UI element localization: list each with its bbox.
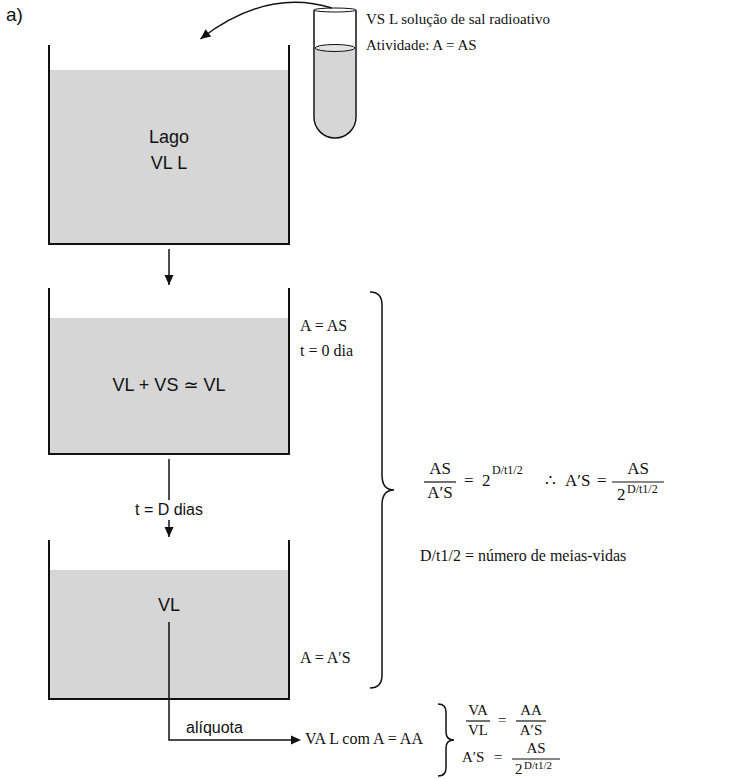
label-text: D/t1/2 [627,483,658,495]
tube-wall [314,10,356,138]
label-text: D/t1/2 = número de meias-vidas [420,548,626,564]
label-text: A′S [427,484,452,501]
tube-rim [314,8,356,12]
lake-text: VL [158,596,180,614]
connector-line [200,2,331,39]
curly-brace [370,292,394,688]
label-text: VA L com A = AA [305,731,423,747]
container-wall [49,288,289,454]
label-text: AA [520,703,542,718]
lake-text: VL + VS ≃ VL [113,376,226,394]
tube-caption: VS L solução de sal radioativo [366,12,550,27]
water [49,318,289,454]
label-text: = [498,713,506,728]
label-text: D/t1/2 [492,464,523,476]
label-text: A = A′S [300,650,351,666]
fraction-bar [516,720,546,721]
lake-node: Lago VL L [48,45,290,245]
lake-text: Lago [149,128,189,146]
label-text: A′S [565,472,590,489]
label-text: A′S [462,750,484,765]
curly-brace [438,704,454,776]
label-text: A = AS [300,318,347,334]
edge-label: t = D dias [131,500,207,520]
label-text: A′S [520,723,542,738]
flow-arrow [165,459,174,537]
test-tube-node: VS L solução de sal radioativoAtividade:… [312,8,358,140]
label-text: VL [468,723,488,738]
flow-arrow [165,249,174,285]
label-text: 2 [617,486,626,503]
label-text: AS [526,741,545,756]
label-text: AS [429,460,451,477]
arrow-head [200,29,211,39]
label-text: AS [627,460,649,477]
tube-caption: Atividade: A = AS [366,38,477,53]
tube-liquid [315,48,355,137]
container-wall [49,45,289,244]
lake-node: VL [48,540,290,700]
liquid-surface [315,45,355,52]
connector-line [168,459,170,537]
water [49,570,289,699]
label-text: t = 0 dia [300,343,353,359]
water [49,70,289,244]
label-text: alíquota [186,720,243,736]
aliquot-line [169,622,292,740]
label-text: VA [468,703,488,718]
label-text: D/t1/2 [524,760,552,771]
label-text: = [464,472,474,489]
label-text: 2 [482,472,491,489]
label-text: a) [6,5,23,24]
arrow-head [165,527,174,537]
fraction-bar [466,720,490,721]
label-text: ∴ [545,472,556,489]
arrow-head [165,275,174,285]
lake-container [48,540,290,700]
arrow-head [291,736,301,745]
fraction-bar [424,481,456,482]
lake-node: VL + VS ≃ VL [48,288,290,455]
container-wall [49,540,289,699]
label-text: 2 [515,762,523,777]
test-tube [312,8,358,140]
lake-container [48,288,290,455]
label-text: = [597,472,607,489]
label-text: = [494,750,502,765]
lake-text: VL L [151,154,187,172]
flow-arrow [200,2,331,39]
connector-line [168,249,170,285]
